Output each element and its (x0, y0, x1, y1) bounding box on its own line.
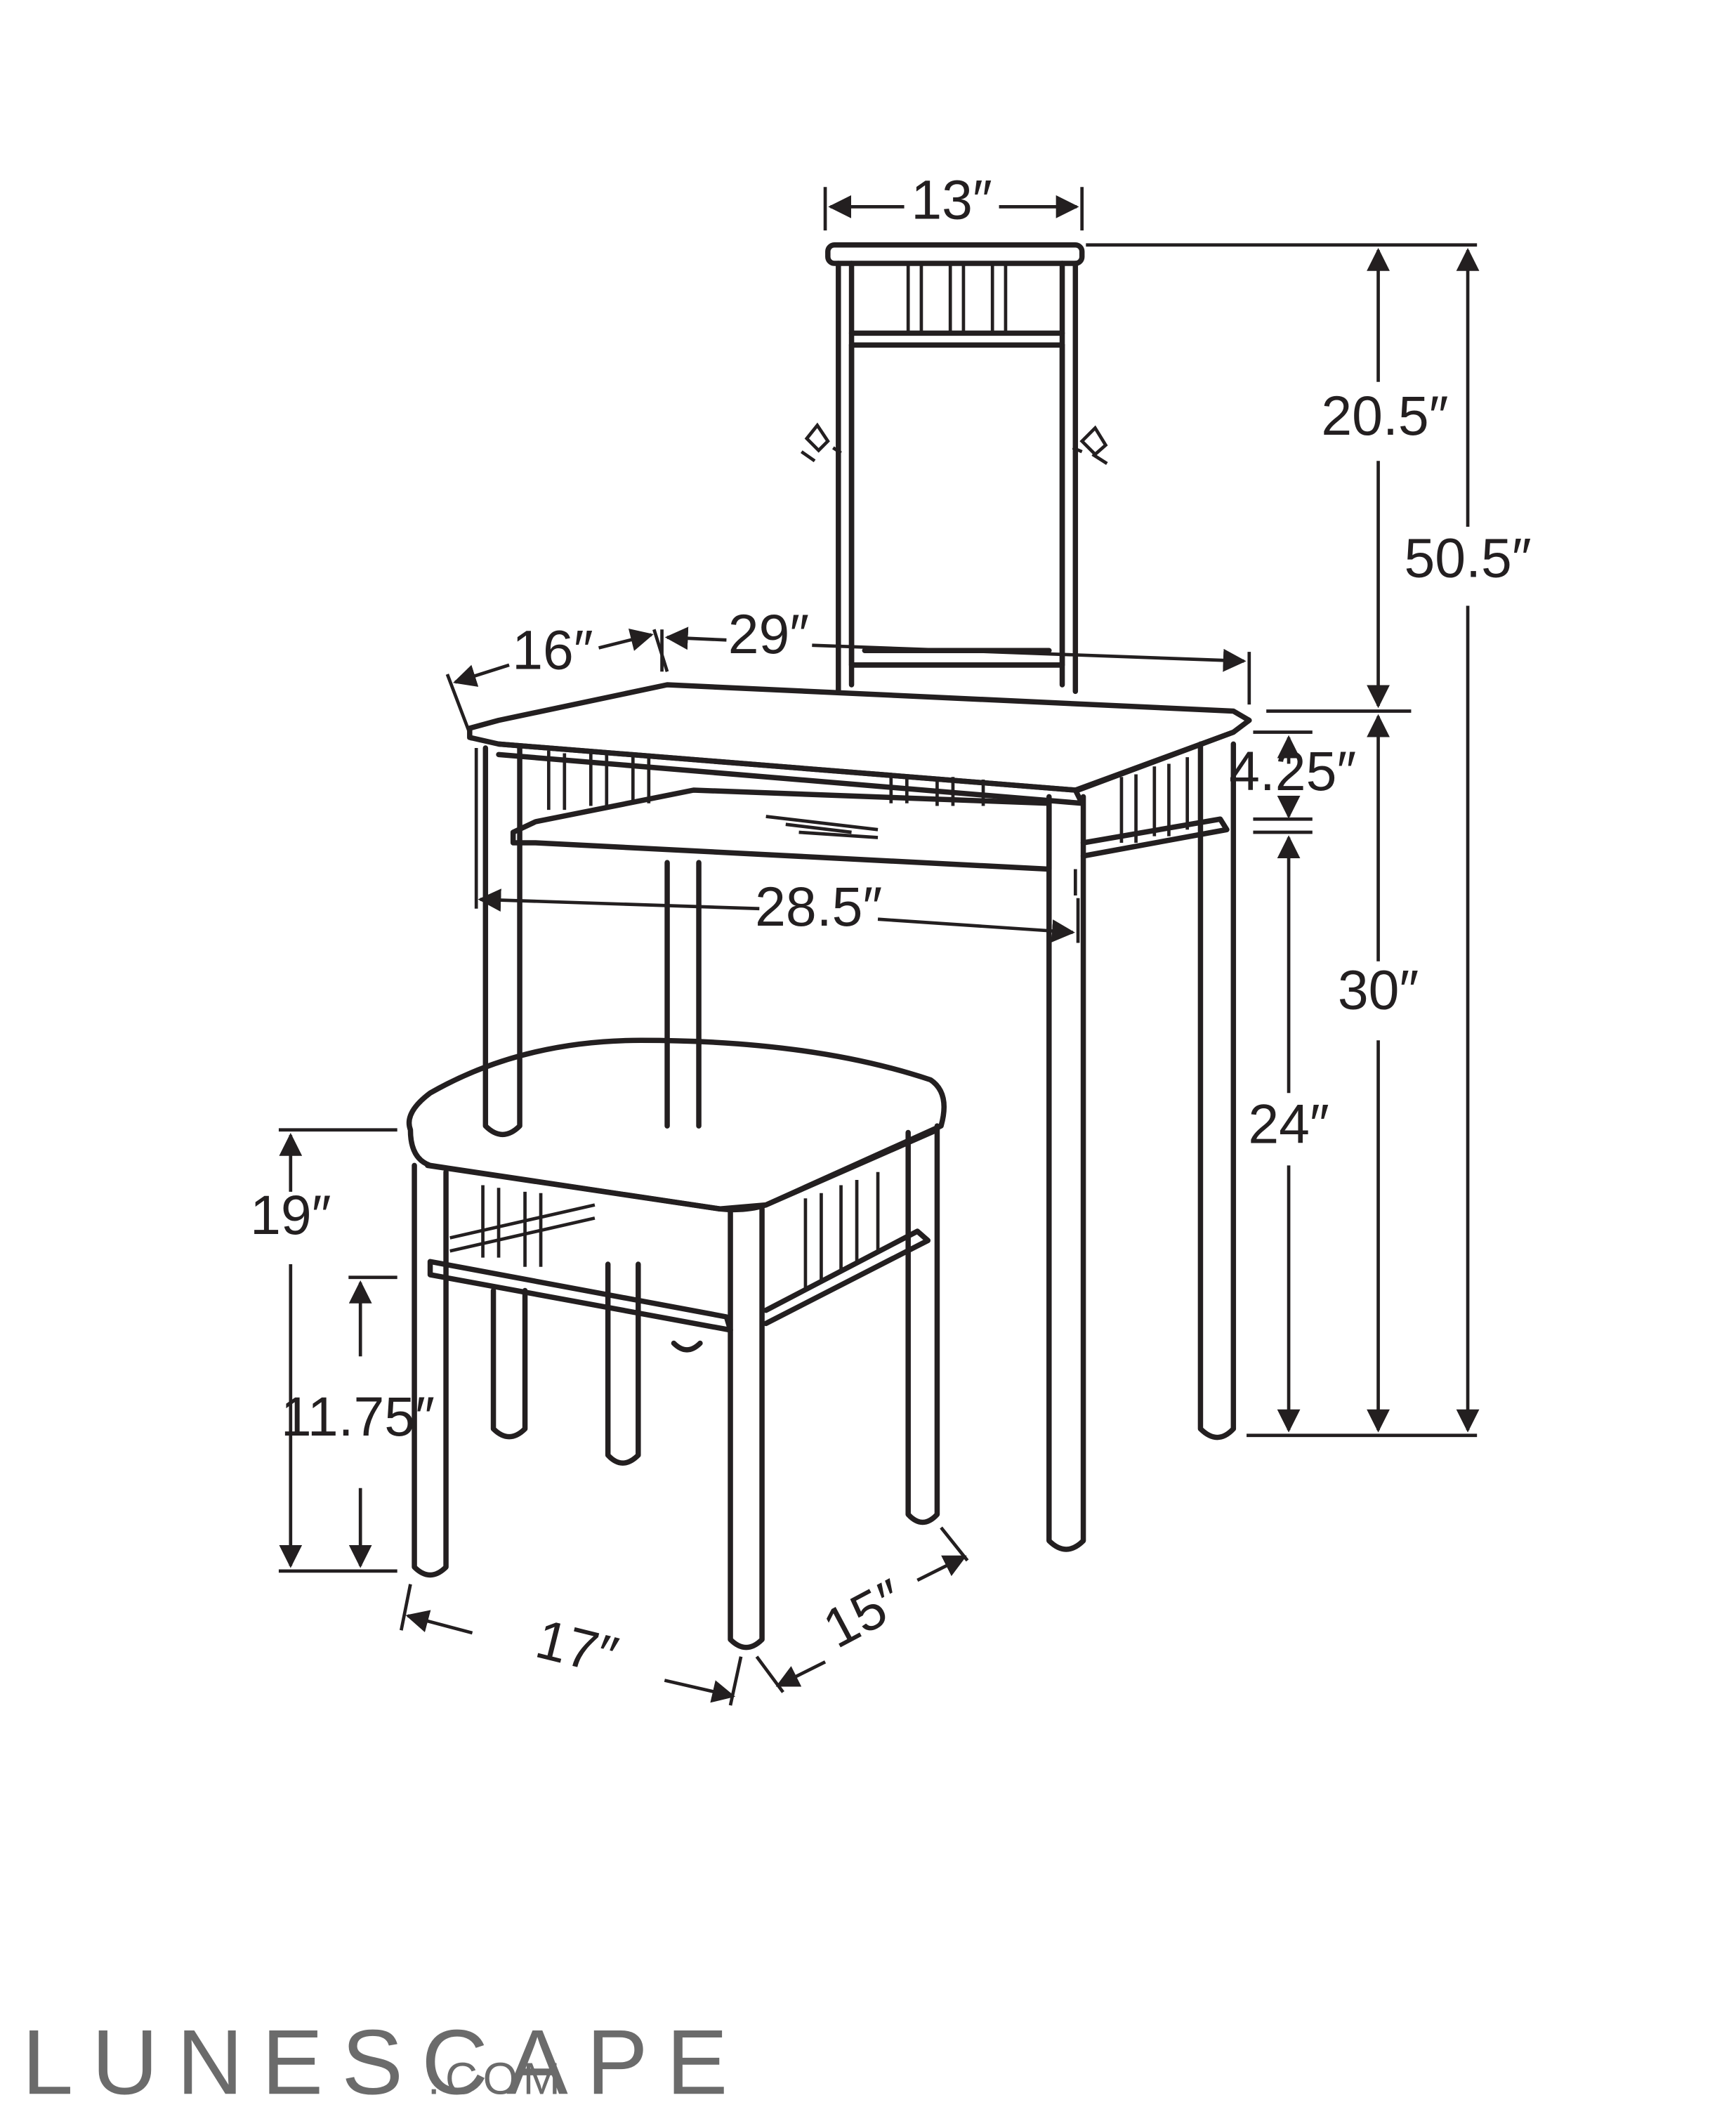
label-stool-height: 19″ (250, 1184, 331, 1246)
vanity-table-drawing (467, 682, 1252, 1552)
label-total-height: 50.5″ (1404, 527, 1531, 589)
label-knee-clearance: 24″ (1248, 1094, 1329, 1155)
label-table-depth: 16″ (512, 619, 593, 681)
label-table-height: 30″ (1338, 959, 1419, 1020)
watermark-suffix: .COM (428, 2053, 565, 2103)
watermark-brand: LUNESCAPE (22, 2010, 746, 2107)
watermark: LUNESCAPE .COM (22, 2010, 746, 2107)
label-stool-depth: 15″ (813, 1567, 914, 1660)
label-mirror-height: 20.5″ (1321, 385, 1448, 447)
label-stool-lower-height: 11.75″ (281, 1386, 435, 1448)
label-mirror-width: 13″ (911, 169, 992, 230)
label-table-width: 29″ (728, 603, 809, 665)
dimension-lines (278, 187, 1480, 1706)
dimension-labels: 13″ 20.5″ 50.5″ 16″ 29″ 4.25″ 28.5″ 30″ … (250, 169, 1532, 1687)
stool-drawing (406, 1037, 947, 1650)
label-stool-width: 17″ (530, 1608, 624, 1687)
mirror-drawing (800, 242, 1108, 695)
label-apron-height: 4.25″ (1229, 740, 1356, 802)
label-inner-width: 28.5″ (755, 876, 882, 938)
